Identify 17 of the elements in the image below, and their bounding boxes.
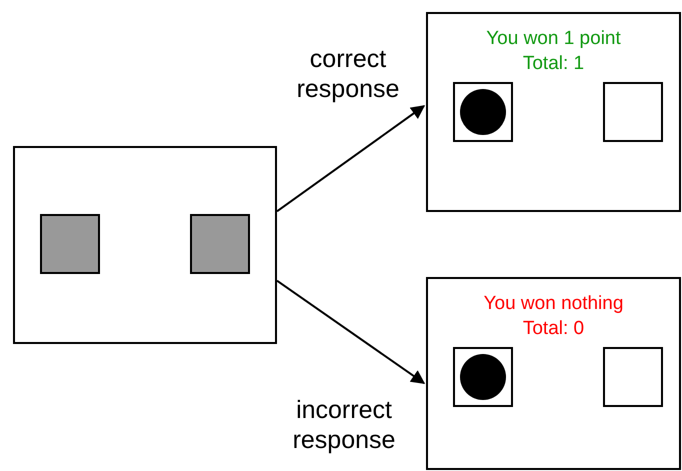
response-square [453, 347, 513, 407]
arrow [276, 280, 426, 384]
screen-panel [426, 277, 681, 470]
feedback-message: You won nothing [482, 292, 624, 316]
feedback-message: You won 1 point [485, 27, 622, 51]
screen-panel [426, 12, 681, 212]
circle-marker [460, 354, 506, 400]
response-square [603, 82, 663, 142]
arrow [276, 105, 426, 212]
circle-marker [460, 89, 506, 135]
stimulus-square [190, 214, 250, 274]
response-square [453, 82, 513, 142]
response-square [603, 347, 663, 407]
screen-panel [13, 146, 277, 344]
stimulus-square [40, 214, 100, 274]
score-total: Total: 1 [522, 52, 586, 76]
score-total: Total: 0 [522, 317, 586, 341]
